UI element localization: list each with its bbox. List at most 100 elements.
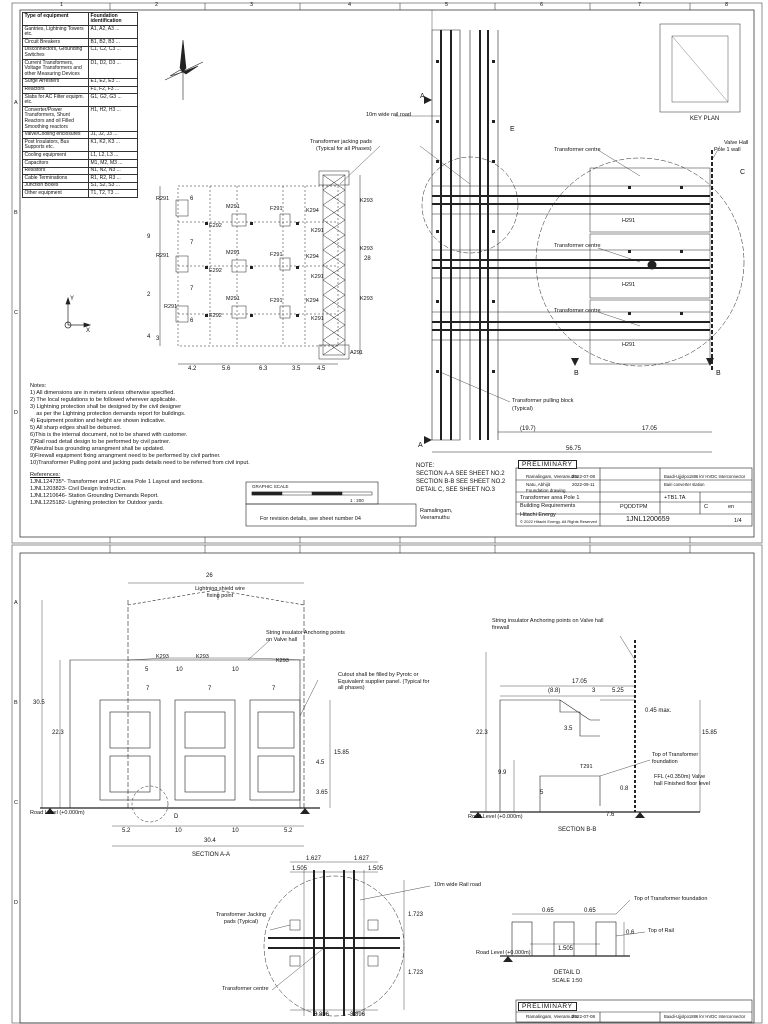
grid-col-label: 8 (725, 2, 729, 8)
dim: 10 (175, 828, 182, 834)
tb-copyright: © 2022 Hitachi Energy. All Rights Reserv… (520, 519, 597, 524)
table-cell: Cooling equipment (22, 151, 89, 161)
table-cell: Reactors (22, 85, 89, 95)
plan-label: K293 (360, 296, 373, 302)
note-item: 9)Firewall equipment fixing arrangment n… (30, 453, 221, 459)
drawn-by: Ramalingam, Veeramuthu (420, 508, 453, 521)
plan-label: R291 (156, 253, 170, 259)
table-cell: Valve/Cooling enclosures (22, 130, 89, 140)
table-cell: Post Insulators, Bus Supports etc. (22, 138, 89, 153)
detail-d-drawing (500, 913, 630, 957)
table-cell: Capacitors (22, 159, 89, 168)
note-item: 6)This is the internal document, not to … (30, 432, 188, 438)
plan-label: R291 (164, 304, 178, 310)
plan-label: K293 (360, 198, 373, 204)
tb-drawn: Ramalingam, Veeramuthu (526, 1014, 579, 1019)
section-marker: B (574, 370, 579, 377)
dim: 10 (232, 667, 239, 673)
plan-label: M291 (226, 250, 240, 256)
note2-title: NOTE: (416, 463, 435, 469)
dim: (8.8) (548, 688, 561, 694)
section-aa-drawing (40, 582, 331, 847)
grid-row-label: D (14, 410, 18, 416)
dim: 5 (145, 667, 149, 673)
annotation: Transformer jacking pads (310, 139, 372, 145)
plan-label: E292 (209, 313, 222, 319)
plan-label: K294 (306, 208, 319, 214)
dim: 3.896 (314, 1012, 330, 1018)
dim: 7 (208, 686, 212, 692)
table-row: Converter/Power Transformers, Shunt Reac… (22, 106, 138, 132)
plan-dim: 3.5 (292, 366, 301, 372)
plan-label: F291 (270, 298, 283, 304)
note-item: 8)Neutral bus grounding arrangment shall… (30, 446, 165, 452)
annotation: Top of Transformer foundation (634, 896, 708, 902)
reference-item: 1JNL124735*- Transformer and PLC area Po… (30, 479, 204, 485)
table-row: Gantries, Lightning Towers etc.A1, A2, A… (22, 25, 138, 40)
table-cell: D1, D2, D3 ... (88, 59, 138, 79)
table-cell: E1, E2, E3 ... (88, 77, 138, 87)
annotation: Top of Rail (648, 928, 674, 934)
foundation-plan (159, 170, 361, 365)
table-cell: L1, L2, L3 ... (88, 151, 138, 161)
axis-y-label: Y (70, 296, 75, 302)
tb-project-sub: Bairi converter station (664, 482, 705, 487)
dim: 1.505 (368, 866, 384, 872)
annotation: Transformer Jacking pads (Typical) (216, 912, 266, 925)
dim: 30.5 (33, 700, 45, 706)
plan-label: M291 (226, 296, 240, 302)
plan-label: E292 (209, 223, 222, 229)
grid-col-label: 2 (155, 2, 159, 8)
detail-d-title: DETAIL D (554, 970, 581, 976)
dim: 1.723 (408, 912, 424, 918)
detail-d-scale: SCALE 1:50 (552, 978, 583, 984)
tb-company: Hitachi Energy (520, 512, 556, 518)
table-cell: Disconnectors, Grounding Switches (22, 45, 89, 61)
graphic-scale-label: GRAPHIC SCALE (252, 484, 289, 489)
plan-dim: (19.7) (520, 426, 536, 432)
dim: 26 (206, 573, 213, 579)
dim: 3.65 (316, 790, 328, 796)
section-marker: C (740, 169, 746, 176)
plan-label: K294 (306, 254, 319, 260)
table-cell: H1, H2, H3 ... (88, 106, 138, 132)
detail-c-drawing (263, 861, 405, 1017)
table-cell: R1, R2, R3 ... (88, 174, 138, 183)
tb-project: Baadi-Ujjolpo1886 kV HVDC Interconnector (664, 1014, 746, 1019)
plan-dim: 4.5 (317, 366, 326, 372)
notes-block: Notes: 1) All dimensions are in meters u… (30, 383, 330, 507)
dim: 3.896 (350, 1012, 366, 1018)
layout-plan (421, 10, 745, 453)
plan-label: H291 (622, 282, 636, 288)
grid-col-label: 1 (60, 2, 64, 8)
annotation: Transformer centre (222, 986, 269, 992)
annotation: Valve Hall (724, 140, 749, 146)
plan-label: K291 (311, 228, 324, 234)
plan-dim: 17.05 (642, 426, 658, 432)
plan-dim: 7 (190, 240, 194, 246)
annotation: String insulator Anchoring points on Val… (266, 630, 345, 643)
dim: 1.627 (306, 856, 322, 862)
grid-row-label: A (14, 100, 18, 106)
dim: 1.723 (408, 970, 424, 976)
section-marker: E (510, 126, 515, 133)
plan-label: F291 (270, 206, 283, 212)
plan-label: H291 (622, 342, 636, 348)
note-item: 4) Equipment position and height are sho… (30, 418, 166, 424)
tb-date: 2022-07-08 (572, 474, 596, 479)
tb-project: Baadi-Ujjolpo1886 kV HVDC Interconnector (664, 474, 746, 479)
reference-item: 1JNL1203823- Civil Design Instruction. (30, 486, 127, 492)
equipment-table: Type of equipment Foundation identificat… (22, 11, 138, 199)
dim: 7 (146, 686, 150, 692)
table-cell: J1, J2, J3 ... (88, 130, 138, 140)
plan-dim: 3 (156, 336, 160, 342)
dim: 0.65 (584, 908, 596, 914)
dim: 1.505 (292, 866, 308, 872)
plan-label: T291 (580, 764, 593, 770)
annotation: Cutout shall be filled by Pyrotc or Equi… (338, 672, 430, 691)
tb-doc-kind: Foundation drawing (526, 488, 566, 493)
note-item: as per the Lightning protection demands … (30, 411, 186, 417)
scale-ratio: 1 : 200 (350, 498, 364, 503)
